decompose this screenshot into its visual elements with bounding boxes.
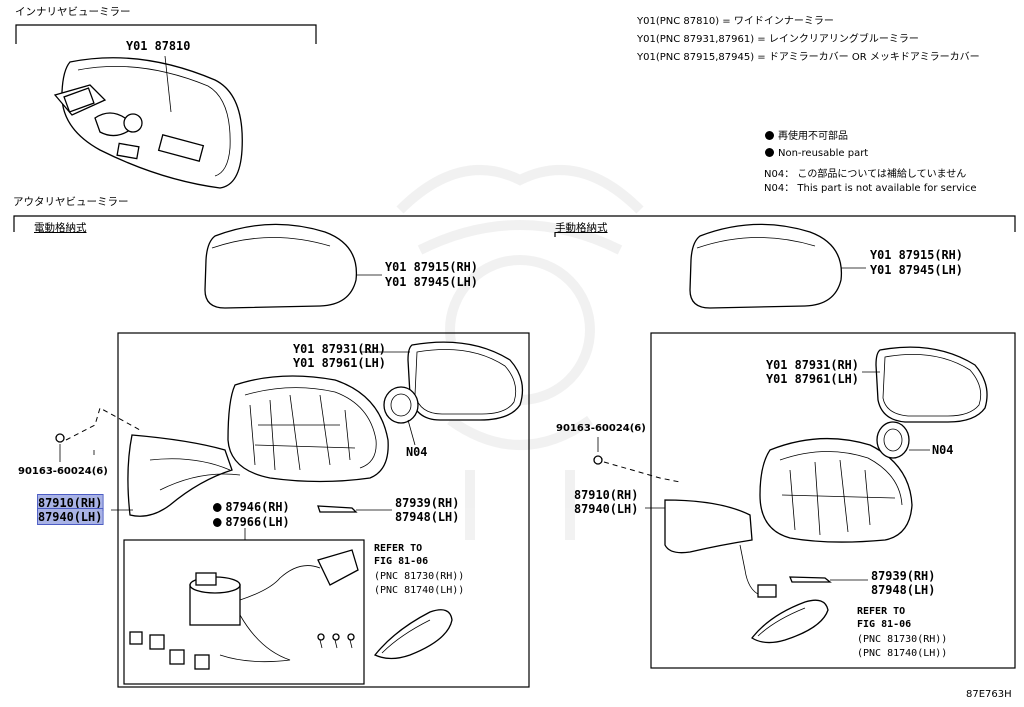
legend-line-3: Y01(PNC 87915,87945) = ドアミラーカバー OR メッキドア… — [637, 52, 980, 63]
left-mirror-housing — [127, 375, 389, 517]
legend-line-1: Y01(PNC 87810) = ワイドインナーミラー — [637, 16, 834, 27]
left-mirror-glass — [407, 341, 524, 421]
part-bolt-left[interactable]: 90163-60024(6) — [18, 466, 108, 477]
part-inner-mirror[interactable]: Y01 87810 — [126, 38, 191, 53]
non-reusable-jp-text: 再使用不可部品 — [778, 131, 848, 142]
figure-code: 87E763H — [966, 689, 1012, 700]
refer-right-line-2[interactable]: FIG 81-06 — [857, 619, 912, 630]
part-n04-left[interactable]: N04 — [406, 444, 428, 459]
part-glass-right-lh[interactable]: Y01 87961(LH) — [766, 371, 859, 386]
part-n04-right[interactable]: N04 — [932, 442, 954, 457]
part-lamp-right-lh[interactable]: 87948(LH) — [871, 582, 936, 597]
highlighted-part-number: 87910(RH) — [37, 494, 104, 511]
part-motor-rh[interactable]: 87946(RH) — [213, 499, 290, 514]
highlighted-part-number-lh: 87940(LH) — [37, 508, 104, 525]
part-cover-right-lh[interactable]: Y01 87945(LH) — [870, 262, 963, 277]
part-mirror-left-lh[interactable]: 87940(LH) — [37, 508, 104, 525]
right-mirror-cover — [689, 223, 843, 309]
legend-n04-en: N04： This part is not available for serv… — [764, 183, 977, 194]
legend-non-reusable-jp: 再使用不可部品 — [765, 131, 848, 142]
part-glass-left-lh[interactable]: Y01 87961(LH) — [293, 355, 386, 370]
left-turn-lamp-wire — [317, 505, 392, 513]
right-assembly-frame — [650, 332, 1016, 669]
filled-circle-icon — [765, 148, 774, 157]
manual-folding-label: 手動格納式 — [555, 222, 608, 234]
refer-left-line-4: (PNC 81740(LH)) — [374, 585, 465, 596]
refer-left-line-1: REFER TO — [374, 543, 423, 554]
motor-lh-text: 87966(LH) — [225, 514, 290, 529]
part-cover-right-rh[interactable]: Y01 87915(RH) — [870, 247, 963, 262]
part-motor-lh[interactable]: 87966(LH) — [213, 514, 290, 529]
left-bolt — [55, 407, 141, 462]
legend-n04-jp: N04： この部品については補給していません — [764, 169, 967, 180]
inner-mirror-section-bracket — [15, 24, 317, 44]
part-lamp-left-lh[interactable]: 87948(LH) — [395, 509, 460, 524]
non-reusable-en-text: Non-reusable part — [778, 148, 869, 159]
refer-right-line-4: (PNC 81740(LH)) — [857, 648, 948, 659]
part-mirror-right-rh[interactable]: 87910(RH) — [574, 487, 639, 502]
right-turn-lamp-wire — [789, 576, 868, 583]
legend-line-2: Y01(PNC 87931,87961) = レインクリアリングブルーミラー — [637, 34, 919, 45]
filled-circle-icon — [213, 503, 222, 512]
part-mirror-right-lh[interactable]: 87940(LH) — [574, 501, 639, 516]
part-bolt-right[interactable]: 90163-60024(6) — [556, 423, 646, 434]
part-glass-right-rh[interactable]: Y01 87931(RH) — [766, 357, 859, 372]
filled-circle-icon — [213, 518, 222, 527]
part-cover-left-rh[interactable]: Y01 87915(RH) — [385, 259, 478, 274]
left-turn-lamp — [373, 609, 453, 660]
left-motor-n04 — [383, 386, 419, 446]
part-glass-left-rh[interactable]: Y01 87931(RH) — [293, 341, 386, 356]
electric-folding-label: 電動格納式 — [34, 222, 87, 234]
refer-left-line-2[interactable]: FIG 81-06 — [374, 556, 429, 567]
outer-mirror-section-bracket — [13, 215, 1016, 237]
inner-mirror-title: インナリヤビューミラー — [15, 6, 131, 18]
right-bolt — [593, 437, 681, 483]
refer-right-line-1: REFER TO — [857, 606, 906, 617]
right-mirror-housing — [664, 437, 913, 598]
part-cover-left-lh[interactable]: Y01 87945(LH) — [385, 274, 478, 289]
motor-rh-text: 87946(RH) — [225, 499, 290, 514]
left-actuator-assembly — [129, 549, 359, 670]
left-subassembly-frame — [123, 539, 365, 685]
legend-non-reusable-en: Non-reusable part — [765, 148, 868, 159]
inner-mirror-drawing — [53, 55, 243, 189]
part-mirror-left-rh[interactable]: 87910(RH) — [37, 494, 104, 511]
right-mirror-glass — [875, 346, 988, 423]
refer-right-line-3: (PNC 81730(RH)) — [857, 634, 948, 645]
left-mirror-cover — [204, 223, 358, 309]
part-lamp-left-rh[interactable]: 87939(RH) — [395, 495, 460, 510]
right-turn-lamp — [751, 599, 829, 644]
refer-left-line-3: (PNC 81730(RH)) — [374, 571, 465, 582]
filled-circle-icon — [765, 131, 774, 140]
right-motor-n04 — [876, 421, 930, 459]
outer-mirror-title: アウタリヤビューミラー — [13, 196, 129, 208]
part-lamp-right-rh[interactable]: 87939(RH) — [871, 568, 936, 583]
